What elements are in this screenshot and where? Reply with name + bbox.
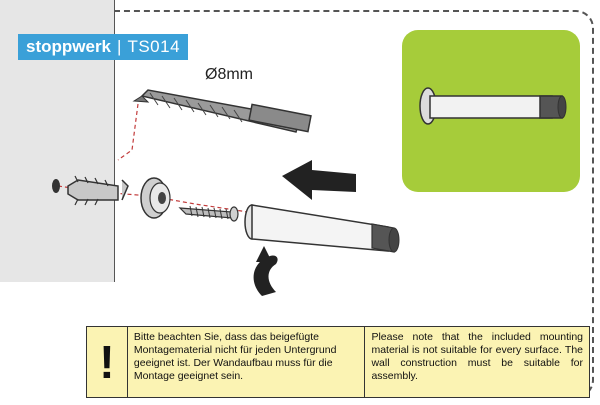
brand-name: stoppwerk	[26, 37, 112, 56]
notice-box: ! Bitte beachten Sie, dass das beigefügt…	[86, 326, 590, 398]
mounted-stopper-icon	[419, 87, 567, 125]
door-stop-rod-icon	[244, 204, 400, 253]
washer-icon	[140, 177, 171, 219]
brand-separator: |	[117, 37, 122, 56]
rotate-arrow-icon	[253, 246, 278, 296]
brand-banner: stoppwerk | TS014	[18, 34, 189, 60]
model-number: TS014	[127, 37, 181, 56]
screw-icon	[178, 205, 239, 222]
notice-german: Bitte beachten Sie, dass das beigefügte …	[128, 327, 366, 397]
drill-bit-icon	[132, 89, 312, 133]
wall-hole	[52, 179, 60, 193]
wall-plug-icon	[67, 175, 129, 206]
notice-english: Please note that the included mounting m…	[371, 331, 584, 382]
exclamation-icon: !	[87, 327, 128, 397]
drill-size-label: Ø8mm	[205, 66, 253, 83]
arrow-left-icon	[282, 160, 356, 200]
